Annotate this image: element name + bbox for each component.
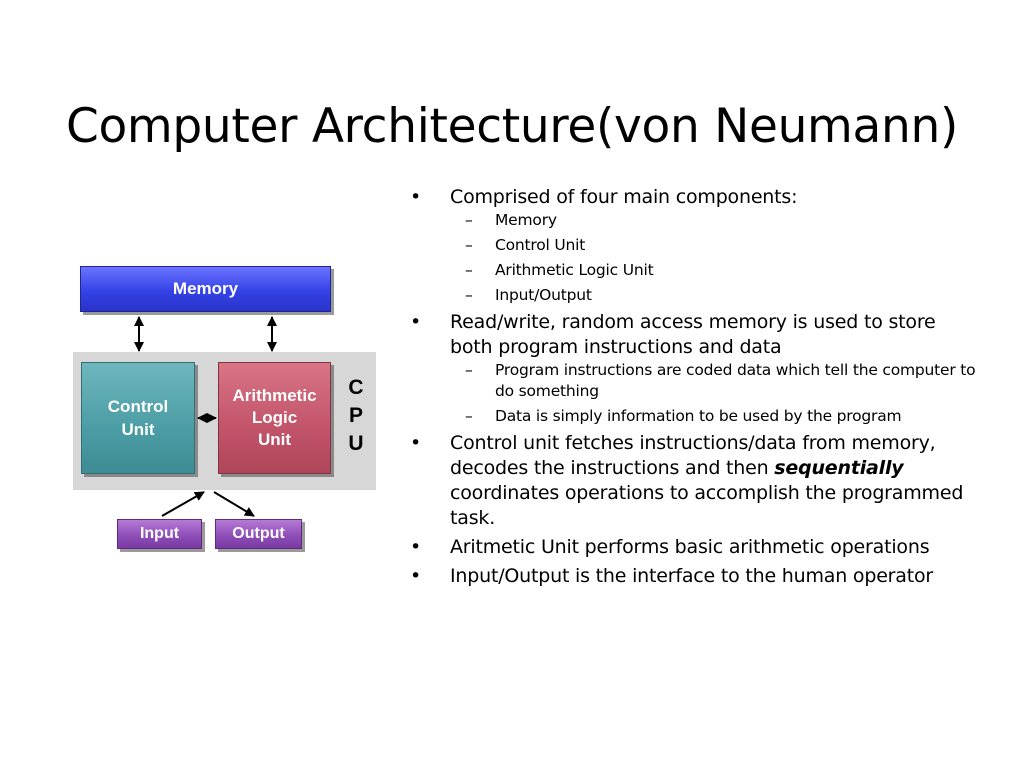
- bullet-text: Read/write, random access memory is used…: [450, 311, 936, 358]
- bullet-emphasis: sequentially: [774, 457, 904, 479]
- control-unit-label-line1: Control: [107, 397, 169, 416]
- input-label: Input: [139, 525, 180, 542]
- memory-label: Memory: [172, 279, 239, 298]
- sub-bullet-data: Data is simply information to be used by…: [450, 406, 978, 427]
- control-unit-block: Control Unit: [81, 362, 195, 474]
- memory-block: Memory: [80, 266, 331, 312]
- cpu-letter-p: P: [348, 404, 363, 427]
- bullet-input-output: Input/Output is the interface to the hum…: [408, 564, 978, 589]
- output-block: Output: [215, 519, 302, 549]
- slide-title: Computer Architecture(von Neumann): [65, 99, 959, 155]
- bullet-components: Comprised of four main components: Memor…: [408, 185, 978, 306]
- arrow-cpu-output: [213, 491, 255, 517]
- control-unit-label-line2: Unit: [121, 420, 155, 439]
- sub-bullet-memory: Memory: [450, 210, 978, 231]
- sub-bullet-io: Input/Output: [450, 285, 978, 306]
- sub-bullet-program-instructions: Program instructions are coded data whic…: [450, 360, 978, 402]
- bullet-arithmetic-unit: Aritmetic Unit performs basic arithmetic…: [408, 535, 978, 560]
- sub-bullet-alu: Arithmetic Logic Unit: [450, 260, 978, 281]
- input-block: Input: [117, 519, 202, 549]
- bullet-text-after: coordinates operations to accomplish the…: [450, 482, 964, 529]
- sub-bullet-control-unit: Control Unit: [450, 235, 978, 256]
- alu-label-line3: Unit: [257, 430, 292, 449]
- bullet-text: Input/Output is the interface to the hum…: [450, 565, 934, 587]
- arrow-input-cpu: [161, 491, 205, 517]
- bullet-content: Comprised of four main components: Memor…: [408, 181, 978, 589]
- bullet-text-before: Control unit fetches instructions/data f…: [450, 432, 936, 479]
- alu-label-line1: Arithmetic: [232, 386, 317, 405]
- bullet-text: Aritmetic Unit performs basic arithmetic…: [450, 536, 930, 558]
- bullet-memory-usage: Read/write, random access memory is used…: [408, 310, 978, 427]
- output-label: Output: [232, 525, 285, 542]
- cpu-letter-u: U: [348, 432, 364, 455]
- cpu-letter-c: C: [348, 376, 364, 399]
- alu-label-line2: Logic: [251, 408, 298, 427]
- bullet-text: Comprised of four main components:: [450, 186, 798, 208]
- bullet-control-unit: Control unit fetches instructions/data f…: [408, 431, 978, 531]
- alu-block: Arithmetic Logic Unit: [218, 362, 331, 474]
- cpu-label: C P U: [344, 374, 368, 458]
